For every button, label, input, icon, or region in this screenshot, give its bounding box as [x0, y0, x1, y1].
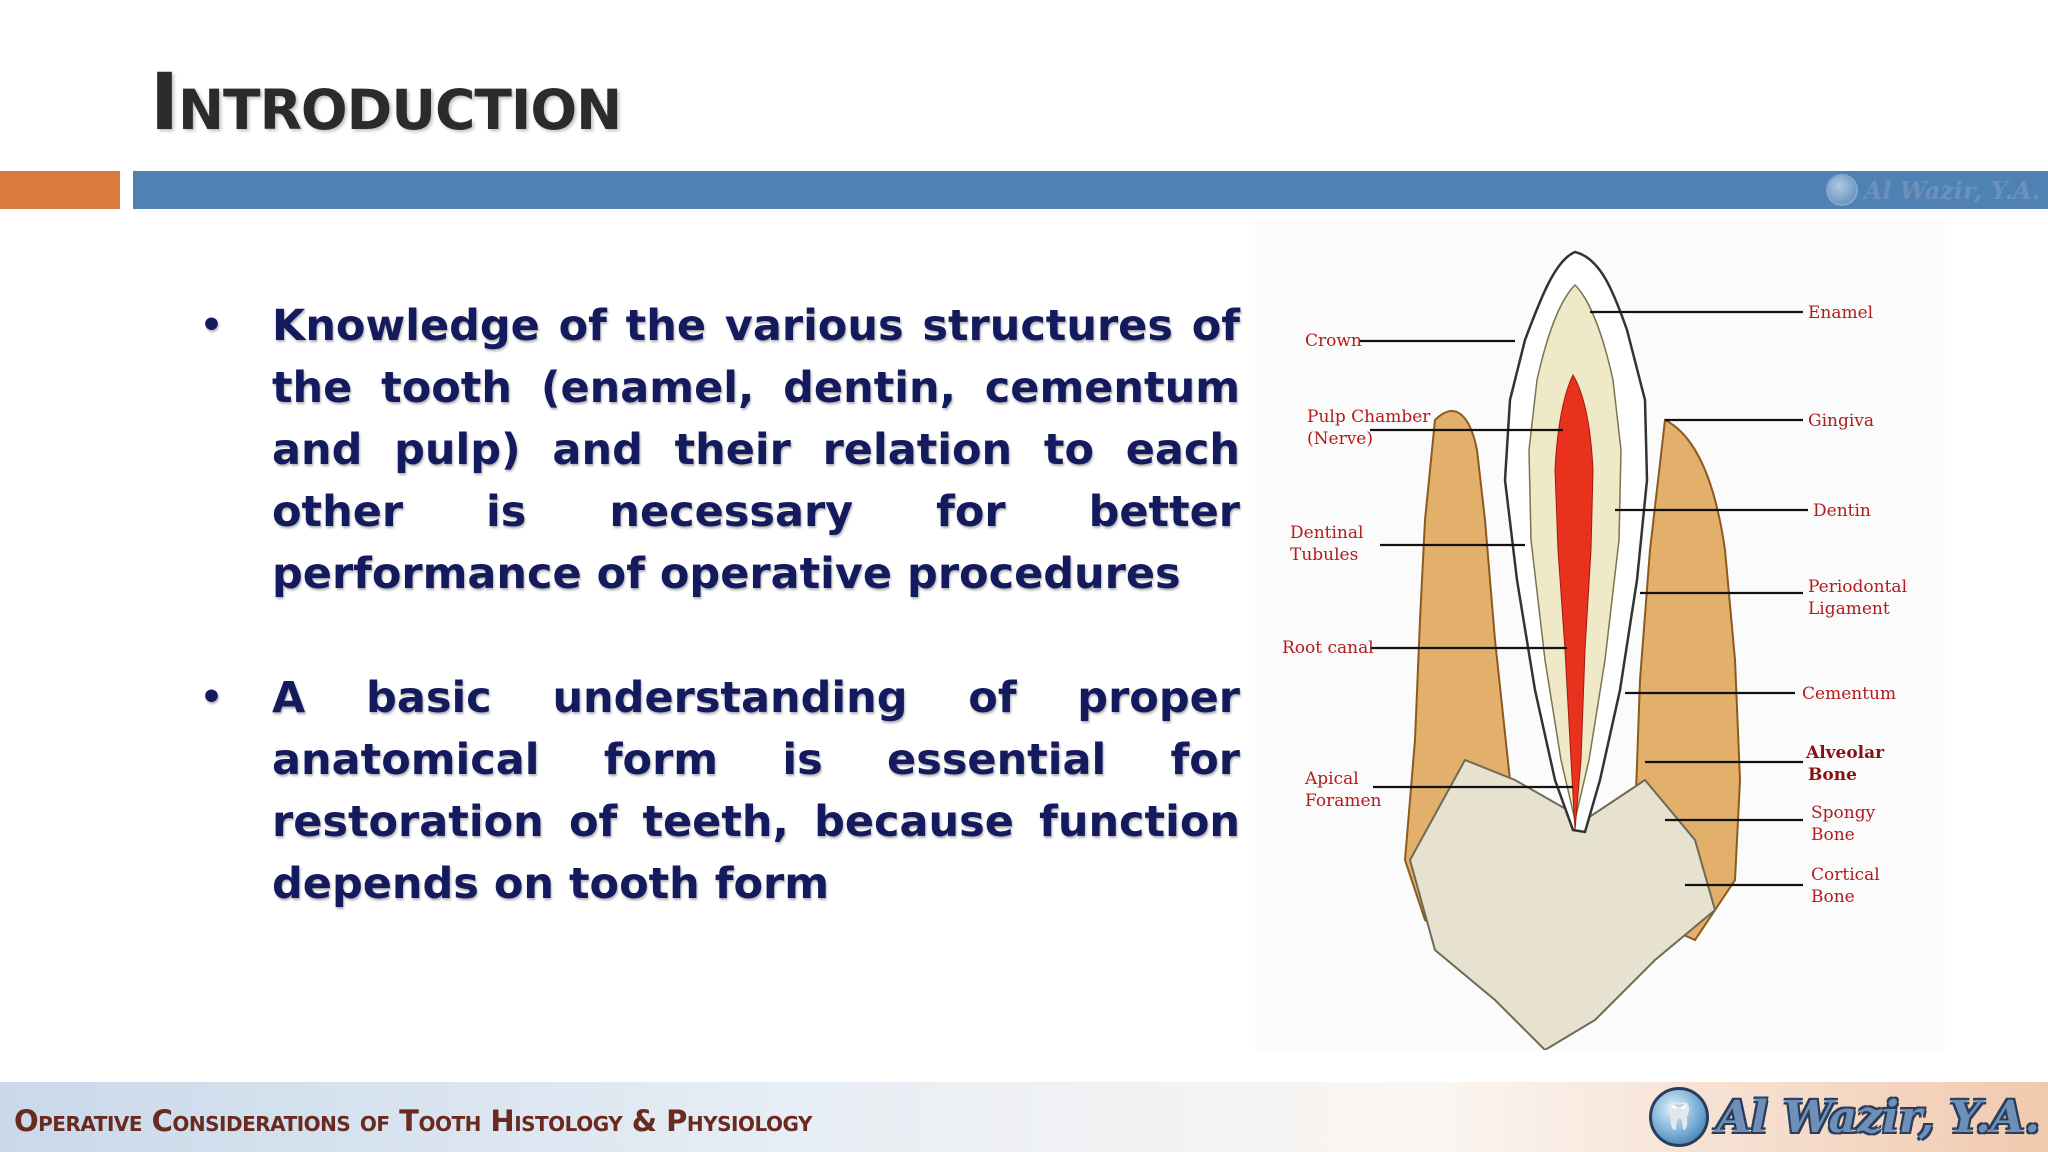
- spongy-bone-shape: [1408, 758, 1717, 1050]
- label-root-canal: Root canal: [1282, 638, 1374, 658]
- bullet-list: • Knowledge of the various structures of…: [200, 295, 1240, 915]
- label-enamel: Enamel: [1808, 303, 1873, 323]
- label-cementum: Cementum: [1802, 684, 1896, 704]
- label-ligament: Ligament: [1808, 599, 1890, 619]
- label-alveolar: Alveolar: [1805, 743, 1885, 763]
- label-dentin: Dentin: [1813, 501, 1871, 521]
- label-cortical-bone: Bone: [1811, 887, 1855, 907]
- header-watermark-text: Al Wazir, Y.A.: [1863, 175, 2040, 205]
- label-dentinal: Dentinal: [1290, 523, 1363, 543]
- label-cortical: Cortical: [1811, 865, 1880, 885]
- tooth-anatomy-figure: Crown Pulp Chamber (Nerve) Dentinal Tubu…: [1255, 220, 1945, 1050]
- pulp-shape: [1554, 373, 1594, 831]
- label-crown: Crown: [1305, 331, 1362, 351]
- label-foramen: Foramen: [1305, 791, 1382, 811]
- footer-title: Operative Considerations of Tooth Histol…: [14, 1104, 812, 1138]
- label-spongy-bone: Bone: [1811, 825, 1855, 845]
- accent-bar-blue: [133, 171, 2048, 209]
- bullet-text: Knowledge of the various structures of t…: [272, 301, 1240, 599]
- tooth-logo-icon: [1825, 174, 1858, 206]
- footer-watermark: 🦷 Al Wazir, Y.A.: [1648, 1087, 2040, 1147]
- tooth-logo-icon: 🦷: [1648, 1087, 1709, 1147]
- label-periodontal: Periodontal: [1808, 577, 1907, 597]
- bullet-dot-icon: •: [200, 677, 224, 718]
- footer-bar: Operative Considerations of Tooth Histol…: [0, 1082, 2048, 1152]
- accent-bar-orange: [0, 171, 120, 209]
- bullet-dot-icon: •: [200, 305, 224, 346]
- label-pulp-chamber: Pulp Chamber: [1307, 407, 1431, 427]
- bullet-text: A basic understanding of proper anatomic…: [272, 673, 1240, 909]
- tooth-diagram: Crown Pulp Chamber (Nerve) Dentinal Tubu…: [1282, 250, 1907, 1050]
- label-alveolar-bone: Bone: [1808, 765, 1857, 785]
- footer-watermark-text: Al Wazir, Y.A.: [1716, 1091, 2040, 1143]
- label-pulp-nerve: (Nerve): [1307, 429, 1373, 449]
- bullet-item: • Knowledge of the various structures of…: [200, 295, 1240, 605]
- label-apical: Apical: [1304, 769, 1359, 789]
- slide-title: Introduction: [150, 58, 622, 148]
- label-gingiva: Gingiva: [1808, 411, 1874, 431]
- label-tubules: Tubules: [1290, 545, 1358, 565]
- bullet-item: • A basic understanding of proper anatom…: [200, 667, 1240, 915]
- label-spongy: Spongy: [1811, 803, 1876, 823]
- header-watermark: Al Wazir, Y.A.: [1825, 174, 2040, 206]
